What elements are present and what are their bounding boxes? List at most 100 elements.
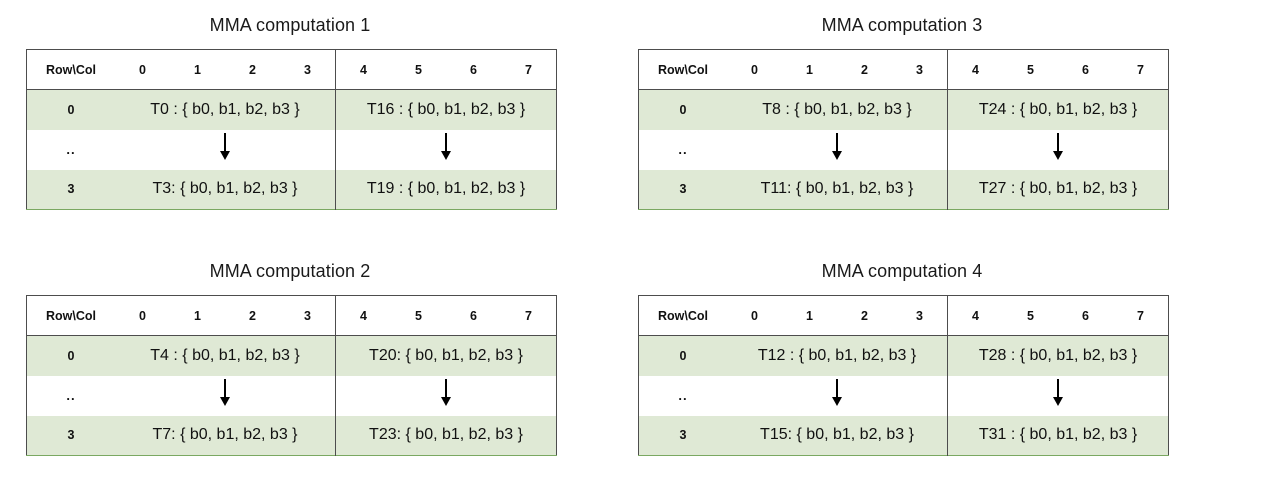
mma-computation-panel-1: MMA computation 1 Row\Col 0 1 2 3 4 5 6 … xyxy=(26,12,557,210)
row-label: 0 xyxy=(638,335,727,376)
table-row: 3 T11: { b0, b1, b2, b3 } T27 : { b0, b1… xyxy=(638,169,1169,210)
row-col-header: Row\Col xyxy=(26,49,115,90)
table-row: .. xyxy=(638,129,1169,170)
row-label: .. xyxy=(26,375,115,416)
column-header-4: 4 xyxy=(335,295,391,336)
column-header-2: 2 xyxy=(225,295,280,336)
thread-cell-left: T7: { b0, b1, b2, b3 } xyxy=(115,415,336,456)
column-header-4: 4 xyxy=(947,295,1003,336)
table-row: 3 T7: { b0, b1, b2, b3 } T23: { b0, b1, … xyxy=(26,415,557,456)
column-header-0: 0 xyxy=(115,49,170,90)
mma-computation-panel-3: MMA computation 3 Row\Col 0 1 2 3 4 5 6 … xyxy=(638,12,1169,210)
column-header-2: 2 xyxy=(837,295,892,336)
thread-cell-left: T3: { b0, b1, b2, b3 } xyxy=(115,169,336,210)
thread-cell-left: T12 : { b0, b1, b2, b3 } xyxy=(727,335,948,376)
table-row: 0 T12 : { b0, b1, b2, b3 } T28 : { b0, b… xyxy=(638,335,1169,376)
table-row: .. xyxy=(26,129,557,170)
table-row: .. xyxy=(26,375,557,416)
column-header-6: 6 xyxy=(1058,49,1113,90)
column-header-3: 3 xyxy=(280,295,336,336)
table-row: .. xyxy=(638,375,1169,416)
row-label: .. xyxy=(638,129,727,170)
column-header-0: 0 xyxy=(727,295,782,336)
down-arrow-icon xyxy=(830,132,844,162)
row-label: .. xyxy=(26,129,115,170)
row-col-header: Row\Col xyxy=(26,295,115,336)
row-label: 0 xyxy=(26,89,115,130)
continuation-cell-right xyxy=(947,129,1169,170)
panel-title: MMA computation 3 xyxy=(821,15,983,35)
column-header-4: 4 xyxy=(947,49,1003,90)
thread-cell-right: T28 : { b0, b1, b2, b3 } xyxy=(947,335,1169,376)
column-header-3: 3 xyxy=(892,49,948,90)
panel-title: MMA computation 2 xyxy=(209,261,371,281)
row-col-header: Row\Col xyxy=(638,49,727,90)
thread-cell-left: T0 : { b0, b1, b2, b3 } xyxy=(115,89,336,130)
mma-table: Row\Col 0 1 2 3 4 5 6 7 0 T0 : { b0, b1,… xyxy=(26,49,557,210)
table-row: 3 T3: { b0, b1, b2, b3 } T19 : { b0, b1,… xyxy=(26,169,557,210)
row-label: .. xyxy=(638,375,727,416)
down-arrow-icon xyxy=(439,378,453,408)
thread-cell-right: T31 : { b0, b1, b2, b3 } xyxy=(947,415,1169,456)
mma-table: Row\Col 0 1 2 3 4 5 6 7 0 T12 : { b0, b1… xyxy=(638,295,1169,456)
thread-cell-right: T20: { b0, b1, b2, b3 } xyxy=(335,335,557,376)
column-header-7: 7 xyxy=(501,49,557,90)
mma-computation-panel-2: MMA computation 2 Row\Col 0 1 2 3 4 5 6 … xyxy=(26,258,557,456)
table-header-row: Row\Col 0 1 2 3 4 5 6 7 xyxy=(638,49,1169,90)
column-header-5: 5 xyxy=(1003,295,1058,336)
column-header-3: 3 xyxy=(892,295,948,336)
thread-cell-right: T16 : { b0, b1, b2, b3 } xyxy=(335,89,557,130)
column-header-4: 4 xyxy=(335,49,391,90)
row-col-header: Row\Col xyxy=(638,295,727,336)
column-header-0: 0 xyxy=(727,49,782,90)
continuation-cell-left xyxy=(115,375,336,416)
column-header-7: 7 xyxy=(501,295,557,336)
thread-cell-right: T19 : { b0, b1, b2, b3 } xyxy=(335,169,557,210)
down-arrow-icon xyxy=(439,132,453,162)
continuation-cell-left xyxy=(727,375,948,416)
column-header-6: 6 xyxy=(446,295,501,336)
column-header-7: 7 xyxy=(1113,295,1169,336)
column-header-1: 1 xyxy=(170,295,225,336)
mma-table: Row\Col 0 1 2 3 4 5 6 7 0 T4 : { b0, b1,… xyxy=(26,295,557,456)
down-arrow-icon xyxy=(1051,132,1065,162)
table-row: 0 T0 : { b0, b1, b2, b3 } T16 : { b0, b1… xyxy=(26,89,557,130)
continuation-cell-left xyxy=(727,129,948,170)
table-row: 3 T15: { b0, b1, b2, b3 } T31 : { b0, b1… xyxy=(638,415,1169,456)
mma-table: Row\Col 0 1 2 3 4 5 6 7 0 T8 : { b0, b1,… xyxy=(638,49,1169,210)
row-label: 3 xyxy=(26,415,115,456)
column-header-2: 2 xyxy=(225,49,280,90)
panel-title: MMA computation 1 xyxy=(209,15,371,35)
column-header-5: 5 xyxy=(1003,49,1058,90)
table-header-row: Row\Col 0 1 2 3 4 5 6 7 xyxy=(638,295,1169,336)
column-header-1: 1 xyxy=(170,49,225,90)
thread-cell-left: T8 : { b0, b1, b2, b3 } xyxy=(727,89,948,130)
thread-cell-left: T15: { b0, b1, b2, b3 } xyxy=(727,415,948,456)
column-header-6: 6 xyxy=(1058,295,1113,336)
row-label: 0 xyxy=(638,89,727,130)
table-row: 0 T8 : { b0, b1, b2, b3 } T24 : { b0, b1… xyxy=(638,89,1169,130)
column-header-5: 5 xyxy=(391,49,446,90)
column-header-1: 1 xyxy=(782,295,837,336)
table-header-row: Row\Col 0 1 2 3 4 5 6 7 xyxy=(26,295,557,336)
down-arrow-icon xyxy=(218,132,232,162)
continuation-cell-left xyxy=(115,129,336,170)
column-header-2: 2 xyxy=(837,49,892,90)
table-header-row: Row\Col 0 1 2 3 4 5 6 7 xyxy=(26,49,557,90)
thread-cell-right: T27 : { b0, b1, b2, b3 } xyxy=(947,169,1169,210)
thread-cell-right: T24 : { b0, b1, b2, b3 } xyxy=(947,89,1169,130)
column-header-5: 5 xyxy=(391,295,446,336)
table-row: 0 T4 : { b0, b1, b2, b3 } T20: { b0, b1,… xyxy=(26,335,557,376)
row-label: 0 xyxy=(26,335,115,376)
thread-cell-left: T11: { b0, b1, b2, b3 } xyxy=(727,169,948,210)
down-arrow-icon xyxy=(1051,378,1065,408)
thread-cell-right: T23: { b0, b1, b2, b3 } xyxy=(335,415,557,456)
continuation-cell-right xyxy=(335,375,557,416)
continuation-cell-right xyxy=(947,375,1169,416)
continuation-cell-right xyxy=(335,129,557,170)
row-label: 3 xyxy=(638,415,727,456)
down-arrow-icon xyxy=(218,378,232,408)
column-header-7: 7 xyxy=(1113,49,1169,90)
panel-title: MMA computation 4 xyxy=(821,261,983,281)
column-header-6: 6 xyxy=(446,49,501,90)
